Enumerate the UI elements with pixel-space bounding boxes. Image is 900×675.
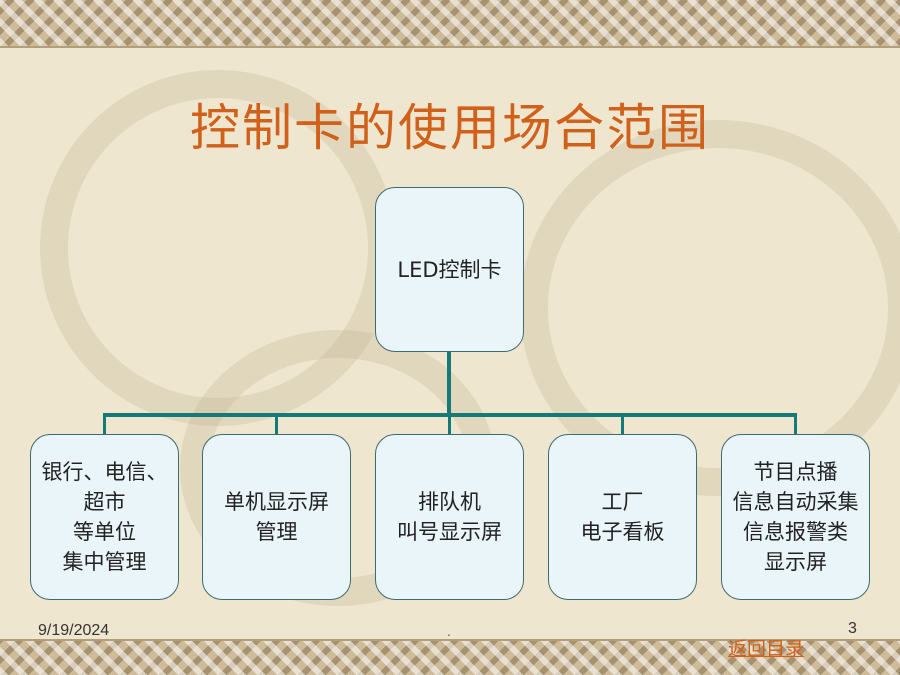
child-box-line: 信息报警类: [743, 520, 848, 544]
org-chart-child-box-banking: 银行、电信、 超市 等单位 集中管理: [30, 434, 179, 600]
child-box-line: 等单位: [73, 520, 136, 544]
org-chart-root-box: LED控制卡: [375, 187, 524, 352]
child-box-line: 单机显示屏: [224, 490, 329, 514]
decorative-bottom-border: [0, 639, 900, 675]
child-box-line: 银行、电信、: [41, 460, 168, 484]
org-chart-child-box-standalone: 单机显示屏 管理: [202, 434, 351, 600]
decorative-top-border: [0, 0, 900, 48]
child-box-line: 电子看板: [580, 520, 665, 544]
child-box-line: 集中管理: [62, 550, 147, 574]
back-to-contents-link[interactable]: 返回目录: [728, 638, 805, 660]
connector-drop: [275, 413, 278, 434]
connector-drop: [621, 413, 624, 434]
child-box-line: 排队机: [418, 490, 481, 514]
child-box-line: 节目点播: [753, 460, 838, 484]
org-chart-child-box-factory: 工厂 电子看板: [548, 434, 697, 600]
org-chart-child-box-queue: 排队机 叫号显示屏: [375, 434, 524, 600]
connector-trunk: [447, 352, 451, 415]
child-box-line: 工厂: [601, 490, 644, 514]
child-box-line: 信息自动采集: [732, 490, 859, 514]
child-box-line: 叫号显示屏: [397, 520, 502, 544]
child-box-line: 管理: [255, 520, 298, 544]
footer-center-dot: .: [447, 625, 451, 639]
child-box-line: 超市: [83, 490, 126, 514]
slide-title: 控制卡的使用场合范围: [190, 99, 710, 157]
connector-drop: [794, 413, 797, 434]
footer-date: 9/19/2024: [38, 622, 110, 639]
child-box-line: 显示屏: [764, 550, 827, 574]
connector-drop: [448, 413, 451, 434]
org-chart-child-box-program: 节目点播 信息自动采集 信息报警类 显示屏: [721, 434, 870, 600]
page-number: 3: [848, 620, 857, 637]
connector-drop: [103, 413, 106, 434]
root-box-label: LED控制卡: [397, 257, 502, 282]
